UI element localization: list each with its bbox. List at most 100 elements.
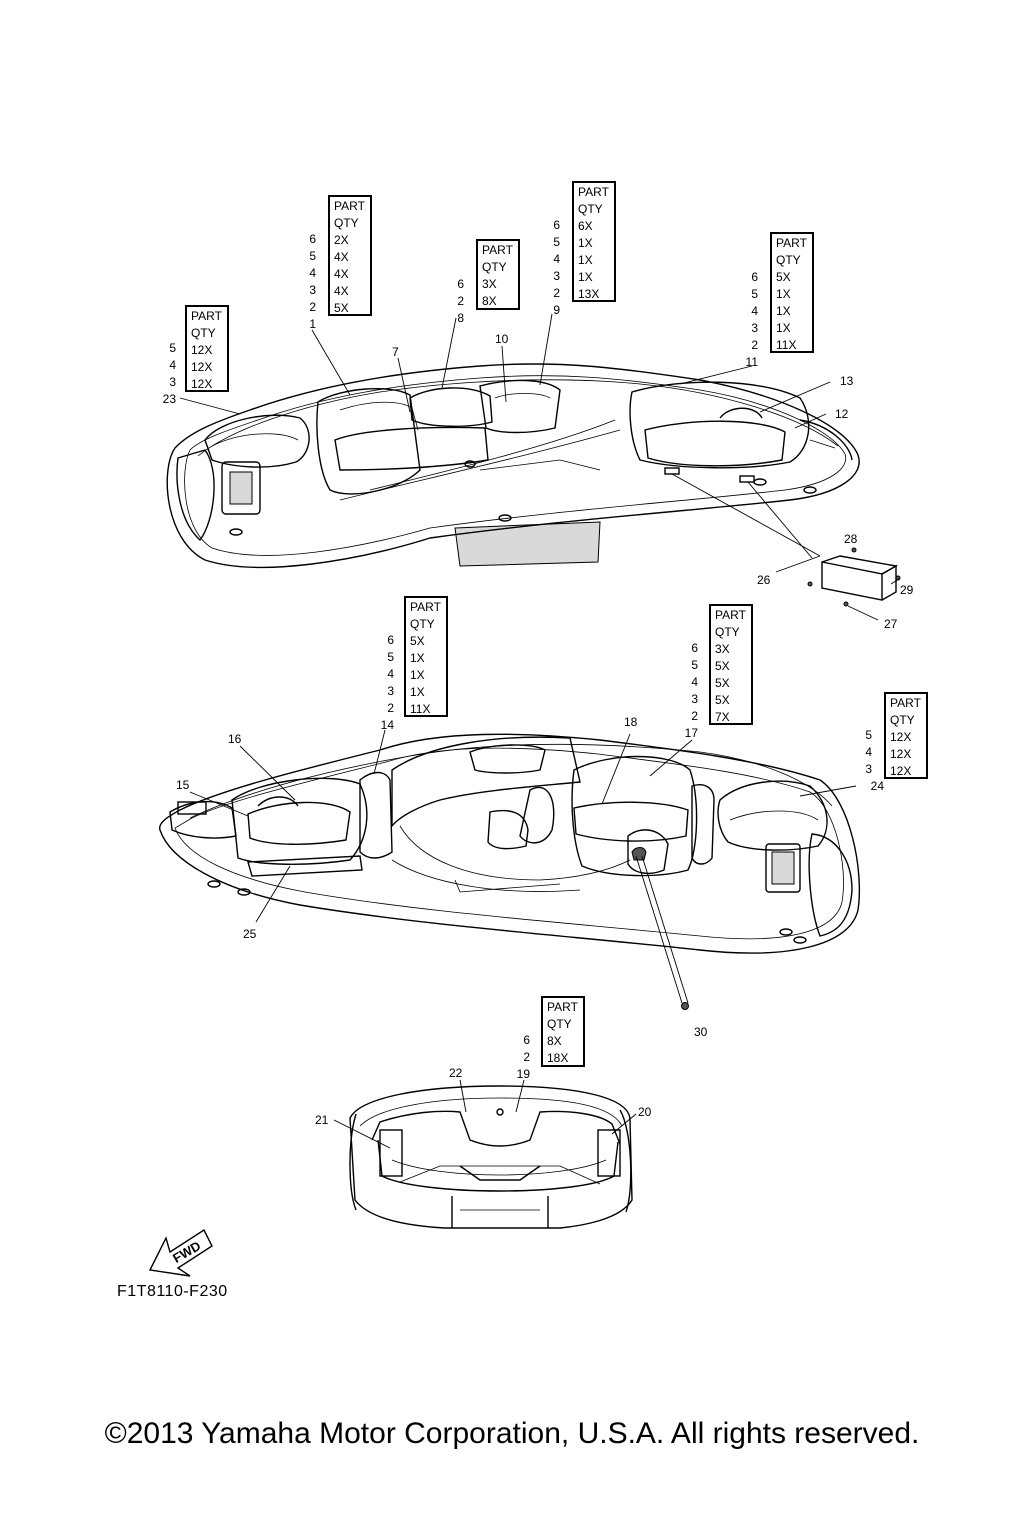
front-storage-view <box>349 1085 633 1229</box>
qty-value: 12X <box>890 730 912 744</box>
qty-value: 5X <box>776 270 791 284</box>
table-header-qty: QTY <box>776 253 801 267</box>
qty-table-3: PART QTY 6X 1X 1X 1X 13X <box>572 181 616 302</box>
callout-21: 21 <box>315 1113 329 1127</box>
table-header-qty: QTY <box>334 216 359 230</box>
part-number: 2 <box>309 300 316 314</box>
qty-table-9-part-numbers: 6 2 19 <box>508 1032 530 1083</box>
callout-20: 20 <box>638 1105 652 1119</box>
part-number: 3 <box>691 692 698 706</box>
copyright-notice: ©2013 Yamaha Motor Corporation, U.S.A. A… <box>104 1417 920 1450</box>
callout-18: 18 <box>624 715 638 729</box>
qty-value: 8X <box>482 294 497 308</box>
part-number: 4 <box>691 675 698 689</box>
callout-25: 25 <box>243 927 257 941</box>
ref-number: 24 <box>870 779 884 793</box>
qty-table-8-part-numbers: 5 4 3 24 <box>850 727 884 795</box>
qty-value: 4X <box>334 250 349 264</box>
ref-number: 8 <box>457 311 464 325</box>
callout-29: 29 <box>900 583 914 597</box>
part-number: 4 <box>387 667 394 681</box>
callout-26: 26 <box>757 573 771 587</box>
qty-value: 3X <box>715 642 730 656</box>
qty-value: 3X <box>482 277 497 291</box>
part-number: 2 <box>553 286 560 300</box>
table-header-part: PART <box>547 1000 578 1014</box>
qty-value: 4X <box>334 267 349 281</box>
boat-bottom-view <box>158 733 861 954</box>
table-header-part: PART <box>715 608 746 622</box>
part-number: 2 <box>387 701 394 715</box>
qty-value: 11X <box>776 338 797 352</box>
qty-value: 1X <box>776 304 791 318</box>
table-header-qty: QTY <box>547 1017 572 1031</box>
callout-22: 22 <box>449 1066 463 1080</box>
qty-value: 5X <box>410 634 425 648</box>
callout-7: 7 <box>392 345 399 359</box>
callout-27: 27 <box>884 617 898 631</box>
qty-value: 12X <box>191 360 213 374</box>
callout-10: 10 <box>495 332 509 346</box>
qty-value: 8X <box>547 1034 562 1048</box>
table-header-part: PART <box>410 600 441 614</box>
qty-table-2: PART QTY 3X 8X <box>476 239 520 310</box>
screw-30 <box>681 1002 689 1010</box>
qty-table-8: PART QTY 12X 12X 12X <box>884 692 928 779</box>
part-number: 4 <box>169 358 176 372</box>
ref-number: 1 <box>309 317 316 331</box>
callout-12: 12 <box>835 407 849 421</box>
part-number: 6 <box>751 270 758 284</box>
part-number: 2 <box>691 709 698 723</box>
part-number: 5 <box>169 341 176 355</box>
qty-value: 13X <box>578 287 600 301</box>
qty-value: 1X <box>776 321 791 335</box>
qty-value: 1X <box>410 685 425 699</box>
table-header-qty: QTY <box>715 625 740 639</box>
qty-table-5: PART QTY 12X 12X 12X <box>185 305 229 392</box>
qty-table-7: PART QTY 3X 5X 5X 5X 7X <box>709 604 753 725</box>
part-number: 3 <box>309 283 316 297</box>
qty-table-6: PART QTY 5X 1X 1X 1X 11X <box>404 596 448 717</box>
boat-top-view <box>166 363 860 569</box>
part-number: 5 <box>691 658 698 672</box>
part-number: 3 <box>169 375 176 389</box>
part-number: 6 <box>387 633 394 647</box>
qty-table-5-part-numbers: 5 4 3 23 <box>156 340 176 408</box>
drawing-code: F1T8110-F230 <box>117 1283 228 1300</box>
table-header-part: PART <box>191 309 222 323</box>
qty-value: 5X <box>715 676 730 690</box>
qty-value: 7X <box>715 710 730 724</box>
part-number: 4 <box>865 745 872 759</box>
qty-value: 2X <box>334 233 349 247</box>
qty-table-3-part-numbers: 6 5 4 3 2 9 <box>542 217 560 319</box>
qty-table-4-part-numbers: 6 5 4 3 2 11 <box>740 269 758 371</box>
qty-table-2-part-numbers: 6 2 8 <box>446 276 464 327</box>
callout-28: 28 <box>844 532 858 546</box>
part-number: 3 <box>553 269 560 283</box>
table-header-qty: QTY <box>578 202 603 216</box>
ref-number: 19 <box>516 1067 530 1081</box>
part-number: 6 <box>691 641 698 655</box>
part-number: 3 <box>751 321 758 335</box>
part-number: 3 <box>865 762 872 776</box>
qty-value: 1X <box>578 236 593 250</box>
part-number: 4 <box>553 252 560 266</box>
callout-30: 30 <box>694 1025 708 1039</box>
qty-value: 6X <box>578 219 593 233</box>
table-header-part: PART <box>482 243 513 257</box>
qty-table-1-part-numbers: 6 5 4 3 2 1 <box>298 231 316 333</box>
table-header-part: PART <box>890 696 921 710</box>
part-number: 4 <box>751 304 758 318</box>
table-header-qty: QTY <box>482 260 507 274</box>
qty-value: 1X <box>578 253 593 267</box>
part-number: 6 <box>309 232 316 246</box>
qty-value: 5X <box>715 693 730 707</box>
qty-table-4: PART QTY 5X 1X 1X 1X 11X <box>770 232 814 353</box>
ref-number: 17 <box>684 726 698 740</box>
table-header-qty: QTY <box>890 713 915 727</box>
part-number: 2 <box>457 294 464 308</box>
qty-value: 1X <box>410 668 425 682</box>
fwd-arrow-icon: FWD <box>148 1228 213 1277</box>
callout-15: 15 <box>176 778 190 792</box>
